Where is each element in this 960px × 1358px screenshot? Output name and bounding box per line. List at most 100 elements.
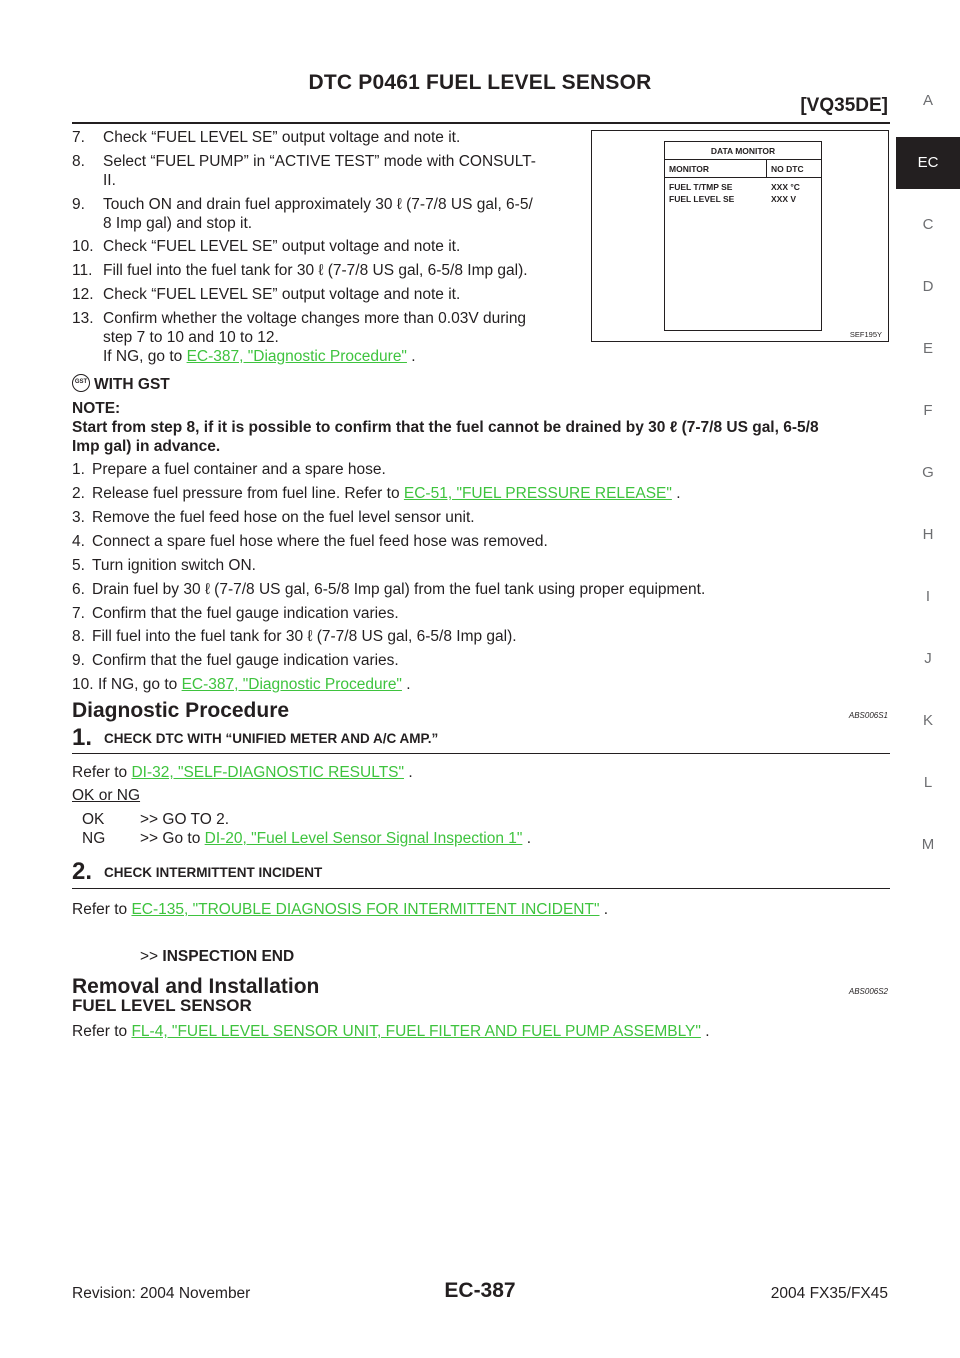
model-text: 2004 FX35/FX45 [770, 1285, 888, 1302]
section-code: ABS006S1 [848, 711, 888, 720]
section-tabs: A EC C D E F G H I J K L M [896, 70, 960, 876]
tab-i[interactable]: I [925, 588, 931, 605]
tab-ec[interactable]: EC [896, 137, 960, 189]
tab-m[interactable]: M [921, 836, 935, 853]
ng-result: >> Go to DI-20, "Fuel Level Sensor Signa… [140, 830, 532, 847]
link-diagnostic-procedure[interactable]: EC-387, "Diagnostic Procedure" [181, 676, 402, 693]
data-monitor-screen: DATA MONITOR MONITOR NO DTC FUEL T/TMP S… [664, 141, 822, 331]
gst-heading: WITH GST [94, 376, 170, 393]
step-number: 10. [72, 676, 94, 693]
refer-text: Refer to DI-32, "SELF-DIAGNOSTIC RESULTS… [72, 764, 413, 781]
monitor-title: DATA MONITOR [665, 142, 821, 160]
step-number: 3. [72, 509, 85, 526]
step-text: Connect a spare fuel hose where the fuel… [92, 533, 548, 550]
step-text: Check “FUEL LEVEL SE” output voltage and… [103, 238, 461, 255]
page-number: EC-387 [444, 1279, 516, 1302]
link-self-diagnostic-results[interactable]: DI-32, "SELF-DIAGNOSTIC RESULTS" [131, 764, 404, 781]
step-title: CHECK INTERMITTENT INCIDENT [104, 865, 323, 880]
figure-id: SEF195Y [849, 330, 882, 339]
monitor-row-label: FUEL T/TMP SE [669, 182, 733, 192]
ng-label: NG [82, 830, 106, 847]
step-number: 2. [72, 485, 85, 502]
step-text: II. [103, 172, 116, 189]
ok-label: OK [82, 811, 105, 828]
step-text: 8 Imp gal) and stop it. [103, 215, 253, 232]
step-text: Confirm whether the voltage changes more… [103, 310, 527, 327]
tab-f[interactable]: F [923, 402, 933, 419]
gst-icon: GST [72, 374, 90, 392]
tab-h[interactable]: H [922, 526, 934, 543]
step-text: step 7 to 10 and 10 to 12. [103, 329, 279, 346]
link-fuel-pressure-release[interactable]: EC-51, "FUEL PRESSURE RELEASE" [403, 485, 672, 502]
note-text: Start from step 8, if it is possible to … [72, 419, 819, 436]
step-number: 9. [72, 196, 85, 213]
step-number: 13. [72, 310, 94, 327]
link-fuel-level-sensor-unit[interactable]: FL-4, "FUEL LEVEL SENSOR UNIT, FUEL FILT… [131, 1023, 701, 1040]
step-text: Remove the fuel feed hose on the fuel le… [92, 509, 475, 526]
monitor-row-value: XXX V [771, 194, 797, 204]
refer-text: Refer to EC-135, "TROUBLE DIAGNOSIS FOR … [72, 901, 609, 918]
tab-j[interactable]: J [924, 650, 932, 667]
step-text: Drain fuel by 30 ℓ (7-7/8 US gal, 6-5/8 … [92, 581, 706, 598]
tab-k[interactable]: K [922, 712, 933, 729]
step-text: Prepare a fuel container and a spare hos… [92, 461, 386, 478]
step-text: Confirm that the fuel gauge indication v… [92, 652, 399, 669]
tab-e[interactable]: E [922, 340, 933, 357]
step-number: 11. [72, 262, 93, 279]
step-number: 7. [72, 129, 85, 146]
step-text: Check “FUEL LEVEL SE” output voltage and… [103, 286, 461, 303]
step-text: Check “FUEL LEVEL SE” output voltage and… [103, 129, 461, 146]
step-text: Fill fuel into the fuel tank for 30 ℓ (7… [92, 628, 517, 645]
step-text: Fill fuel into the fuel tank for 30 ℓ (7… [103, 262, 528, 279]
note-text: Imp gal) in advance. [72, 438, 221, 455]
step-number: 1. [72, 461, 85, 478]
note-label: NOTE: [72, 400, 121, 417]
ng-reference: If NG, go to EC-387, "Diagnostic Procedu… [103, 348, 416, 365]
monitor-header-row: MONITOR NO DTC [665, 160, 821, 178]
step-text: Confirm that the fuel gauge indication v… [92, 605, 399, 622]
section-title: Removal and Installation [72, 975, 320, 998]
step-number: 4. [72, 533, 85, 550]
refer-text: Refer to FL-4, "FUEL LEVEL SENSOR UNIT, … [72, 1023, 710, 1040]
step-text: Touch ON and drain fuel approximately 30… [103, 196, 533, 213]
tab-c[interactable]: C [922, 216, 934, 233]
step-text: Select “FUEL PUMP” in “ACTIVE TEST” mode… [103, 153, 536, 170]
link-diagnostic-procedure[interactable]: EC-387, "Diagnostic Procedure" [186, 348, 407, 365]
monitor-row-value: XXX °C [771, 182, 800, 192]
header-rule [72, 122, 890, 124]
link-fuel-level-sensor-inspection[interactable]: DI-20, "Fuel Level Sensor Signal Inspect… [204, 830, 523, 847]
step-title: CHECK DTC WITH “UNIFIED METER AND A/C AM… [104, 731, 439, 746]
step-number: 6. [72, 581, 85, 598]
step-number: 7. [72, 605, 85, 622]
step-number: 5. [72, 557, 85, 574]
monitor-row: FUEL T/TMP SE XXX °C [665, 181, 821, 193]
data-monitor-figure: DATA MONITOR MONITOR NO DTC FUEL T/TMP S… [591, 130, 889, 342]
step-number: 2. [72, 858, 93, 885]
step-number: 9. [72, 652, 85, 669]
step-number: 10. [72, 238, 94, 255]
monitor-row-label: FUEL LEVEL SE [669, 194, 735, 204]
monitor-col1: MONITOR [665, 160, 767, 177]
monitor-col2: NO DTC [771, 164, 804, 174]
step-text: Turn ignition switch ON. [92, 557, 256, 574]
tab-l[interactable]: L [923, 774, 933, 791]
link-intermittent-incident[interactable]: EC-135, "TROUBLE DIAGNOSIS FOR INTERMITT… [131, 901, 600, 918]
step-number: 1. [72, 724, 93, 751]
step-text: Release fuel pressure from fuel line. Re… [92, 485, 681, 502]
tab-g[interactable]: G [922, 464, 934, 481]
section-code: ABS006S2 [848, 987, 888, 996]
step-rule [72, 753, 890, 754]
tab-a[interactable]: A [922, 92, 933, 109]
monitor-row: FUEL LEVEL SE XXX V [665, 193, 821, 205]
step-number: 8. [72, 628, 85, 645]
ok-or-ng: OK or NG [72, 787, 141, 804]
tab-d[interactable]: D [922, 278, 934, 295]
section-title: Diagnostic Procedure [72, 699, 290, 722]
page-title: DTC P0461 FUEL LEVEL SENSOR [308, 71, 652, 94]
subsection-title: FUEL LEVEL SENSOR [72, 996, 252, 1015]
engine-label: [VQ35DE] [800, 95, 888, 116]
inspection-end: >> INSPECTION END [140, 948, 295, 965]
step-number: 8. [72, 153, 85, 170]
step-text: If NG, go to EC-387, "Diagnostic Procedu… [98, 676, 411, 693]
step-number: 12. [72, 286, 94, 303]
